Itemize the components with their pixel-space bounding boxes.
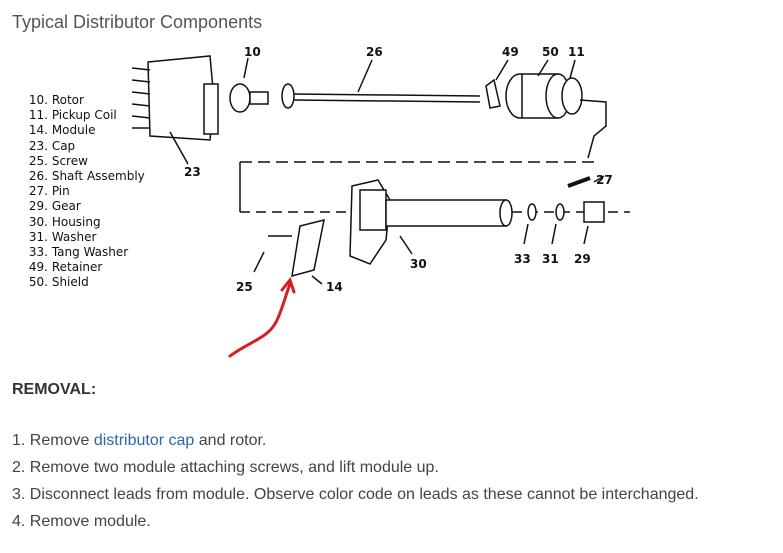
callout-49: 49 <box>502 45 519 59</box>
step-item: 1. Remove distributor cap and rotor. <box>12 432 267 449</box>
page-title: Typical Distributor Components <box>12 12 263 32</box>
legend-item: 14. Module <box>28 123 96 138</box>
legend-item: 33. Tang Washer <box>28 245 129 260</box>
callout-11: 11 <box>568 45 585 59</box>
legend-item: 30. Housing <box>28 214 101 229</box>
legend-item: 31. Washer <box>28 229 97 244</box>
callout-30: 30 <box>410 257 427 271</box>
distributor-diagram: 10 26 49 50 11 23 27 30 33 31 29 25 14 <box>0 40 783 370</box>
distributor-illustration: 10 26 49 50 11 23 27 30 33 31 29 25 14 <box>131 45 630 358</box>
removal-steps: 1. Remove distributor cap and rotor. 2. … <box>12 431 699 539</box>
removal-heading: REMOVAL: <box>12 381 97 398</box>
legend-item: 27. Pin <box>28 184 70 199</box>
legend-item: 11. Pickup Coil <box>28 108 117 123</box>
step-item: 3. Disconnect leads from module. Observe… <box>12 486 699 503</box>
legend-item: 10. Rotor <box>28 93 84 107</box>
callout-29: 29 <box>574 252 591 266</box>
step-item: 2. Remove two module attaching screws, a… <box>12 459 439 476</box>
callout-50: 50 <box>542 45 559 59</box>
distributor-cap-link[interactable]: distributor cap <box>93 432 195 449</box>
legend-item: 26. Shaft Assembly <box>28 169 145 184</box>
callout-27: 27 <box>596 173 613 187</box>
callout-33: 33 <box>514 252 531 266</box>
callout-25: 25 <box>236 280 253 294</box>
callout-26: 26 <box>366 45 383 59</box>
callout-10: 10 <box>244 45 261 59</box>
legend-item: 49. Retainer <box>28 260 103 275</box>
legend-item: 23. Cap <box>28 138 76 153</box>
legend-item: 25. Screw <box>28 153 88 168</box>
callout-23: 23 <box>184 165 201 179</box>
callout-31: 31 <box>542 252 559 266</box>
step-item: 4. Remove module. <box>12 513 151 530</box>
callout-14: 14 <box>326 280 343 294</box>
component-legend: 10. Rotor 11. Pickup Coil 14. Module 23.… <box>28 93 145 291</box>
legend-item: 50. Shield <box>28 275 89 290</box>
legend-item: 29. Gear <box>28 199 81 214</box>
annotation-arrow <box>228 282 292 358</box>
